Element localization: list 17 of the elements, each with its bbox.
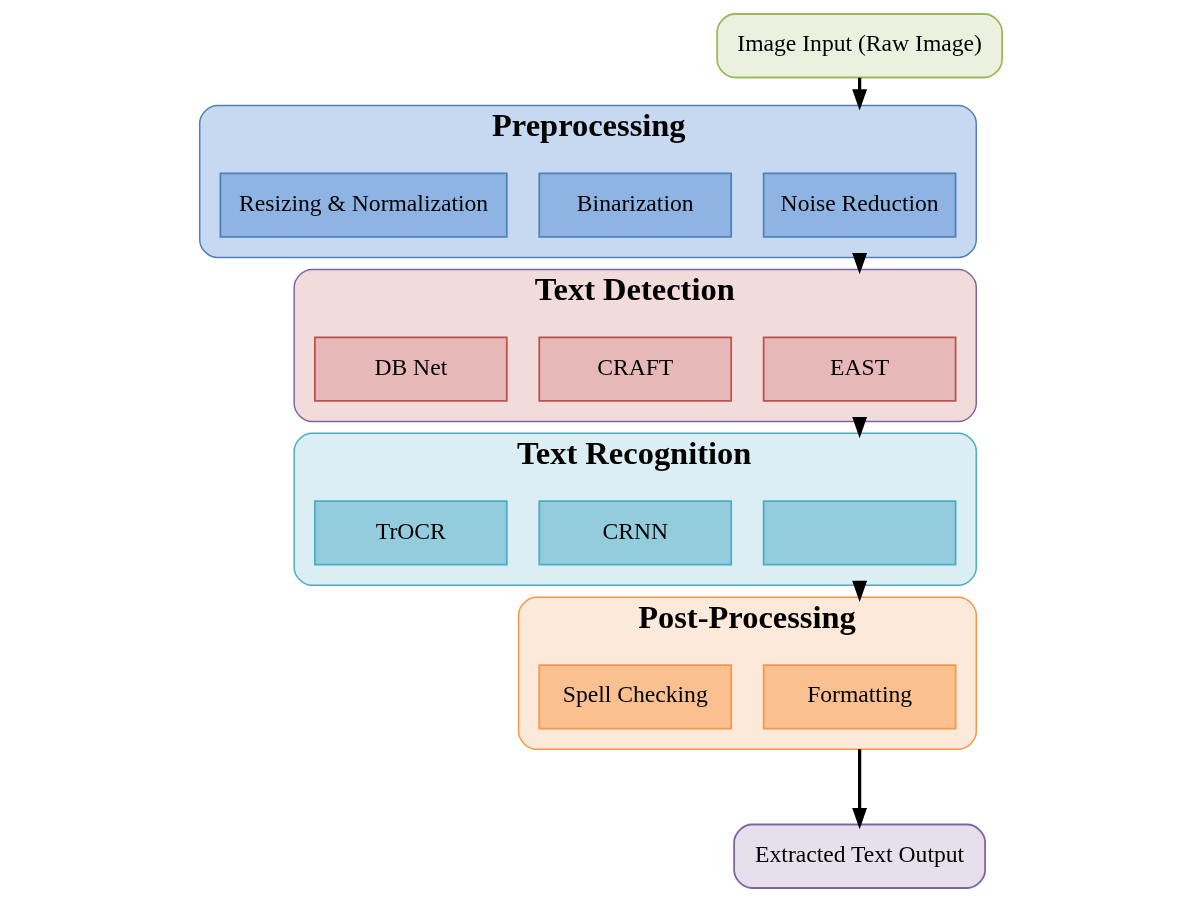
- node-box: CRNN: [537, 500, 732, 566]
- node-box: Binarization: [537, 172, 732, 238]
- node-box: CRAFT: [537, 336, 732, 402]
- arrow: [851, 749, 867, 830]
- node-box: EAST: [762, 336, 956, 402]
- node-box: Spell Checking: [537, 664, 732, 730]
- node-box: Formatting: [762, 664, 956, 730]
- arrow: [851, 580, 867, 603]
- node-box: Noise Reduction: [762, 172, 956, 238]
- node-box: [762, 500, 956, 566]
- node-box: Resizing & Normalization: [219, 172, 508, 238]
- arrow: [851, 416, 867, 439]
- node-box: Image Input (Raw Image): [715, 13, 1003, 79]
- node-box: TrOCR: [313, 500, 508, 566]
- node-box: DB Net: [313, 336, 508, 402]
- node-box: Extracted Text Output: [732, 823, 986, 889]
- arrow: [851, 253, 867, 275]
